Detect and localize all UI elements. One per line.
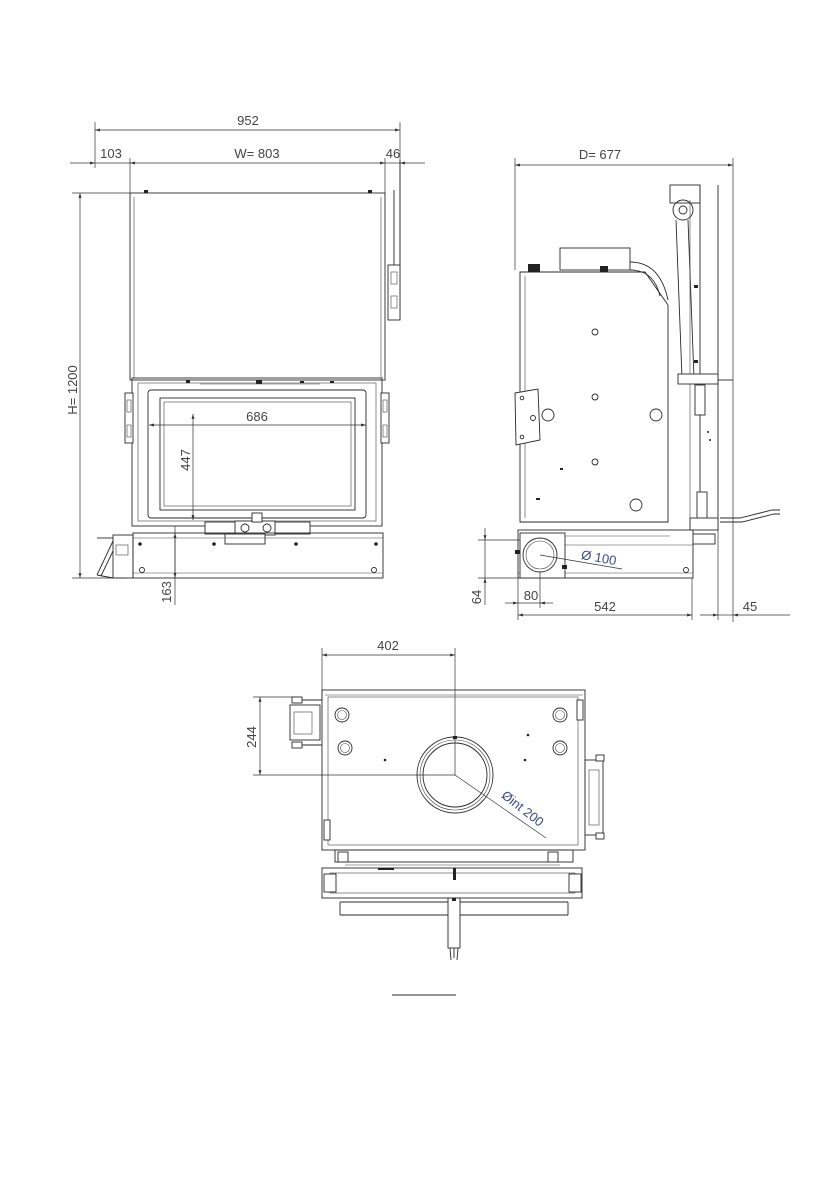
side-bracket-left xyxy=(125,393,133,443)
side-body xyxy=(520,248,668,522)
dimension-glass-height: 447 xyxy=(178,414,193,520)
glass-width-label: 686 xyxy=(246,409,268,424)
wall-bracket-right xyxy=(388,160,400,320)
door-frame xyxy=(132,378,382,526)
dimension-glass-width: 686 xyxy=(149,409,366,425)
front-view: 952 103 W= 803 46 H= 1200 xyxy=(65,113,425,605)
plan-bracket-left xyxy=(290,697,322,748)
inlet-height-label: 64 xyxy=(469,590,484,604)
dimension-inlet-height: 64 xyxy=(469,528,520,605)
flue-x-label: 402 xyxy=(377,638,399,653)
height-label: H= 1200 xyxy=(65,365,80,415)
glass-height-label: 447 xyxy=(178,449,193,471)
right-offset-label: 46 xyxy=(386,146,400,161)
plan-casing xyxy=(322,690,585,850)
floor-bracket-left xyxy=(97,535,133,578)
base-height-label: 163 xyxy=(159,581,174,603)
side-bracket-right xyxy=(381,393,389,443)
plan-handle xyxy=(448,898,460,960)
dimension-height: H= 1200 xyxy=(65,193,130,578)
overall-width-label: 952 xyxy=(237,113,259,128)
dimension-width-row: 103 W= 803 46 xyxy=(70,146,425,195)
depth-label: D= 677 xyxy=(579,147,621,162)
flue-y-label: 244 xyxy=(244,726,259,748)
top-hood xyxy=(130,190,385,380)
width-label: W= 803 xyxy=(234,146,279,161)
flue-diameter-label: Øint 200 xyxy=(499,787,547,829)
plan-view: 402 244 xyxy=(244,638,604,995)
side-view: D= 677 xyxy=(469,147,790,622)
door-arm-assembly xyxy=(670,185,733,530)
left-offset-label: 103 xyxy=(100,146,122,161)
inlet-offset-label: 80 xyxy=(524,588,538,603)
handle-offset-label: 45 xyxy=(743,599,757,614)
base-depth-label: 542 xyxy=(594,599,616,614)
air-inlet-diameter-label: Ø 100 xyxy=(580,547,617,568)
flue-collar: Øint 200 xyxy=(417,736,547,838)
dimension-overall-width: 952 xyxy=(95,113,400,272)
dimension-flue-y: 244 xyxy=(244,697,455,775)
air-inlet: Ø 100 xyxy=(515,533,622,578)
plan-bracket-right xyxy=(585,755,604,839)
side-handle xyxy=(720,510,780,522)
plan-front-frame xyxy=(322,850,582,898)
side-plate xyxy=(515,389,540,445)
